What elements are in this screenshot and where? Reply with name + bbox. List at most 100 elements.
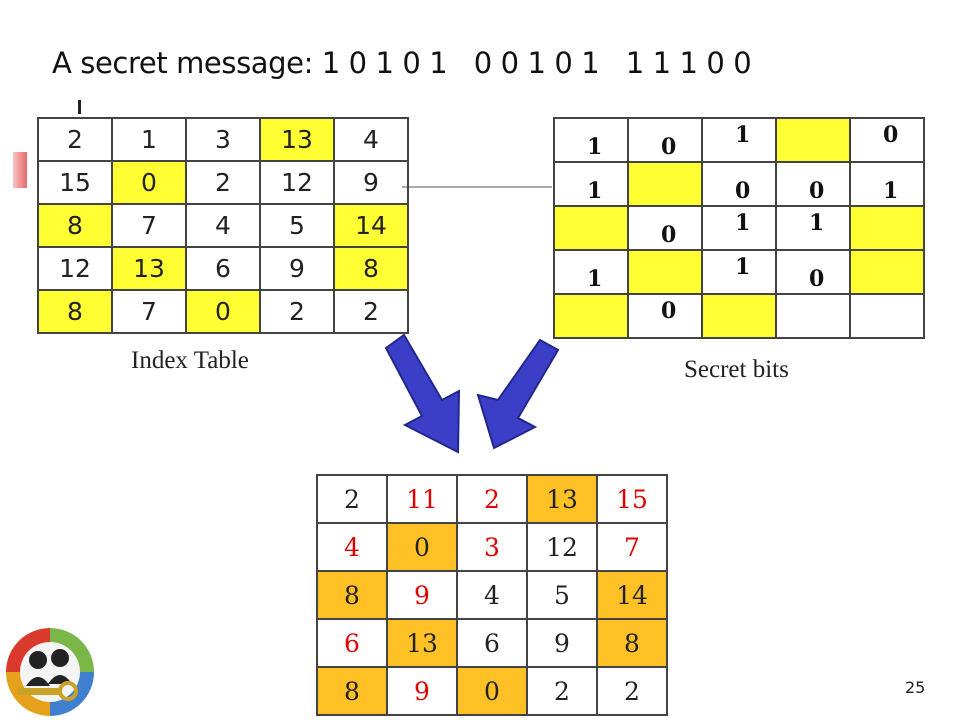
secret-bits-cell: 1 [553,249,629,295]
logo-icon [6,628,94,716]
result-table-cell: 12 [526,522,598,572]
index-table-cell: 13 [111,246,187,291]
index-table-cell: 2 [259,289,335,334]
index-table-cell: 7 [111,289,187,334]
index-table-cell: 2 [333,289,409,334]
index-table-cell: 2 [185,160,261,205]
result-table-cell: 5 [526,570,598,620]
secret-bits-cell: 1 [775,205,851,251]
down-arrow-icon [476,338,560,450]
index-table-cell: 5 [259,203,335,248]
secret-bits-cell [849,293,925,339]
index-table-cell: 8 [37,289,113,334]
secret-bit-value: 0 [661,298,677,324]
secret-bits-caption: Secret bits [684,356,789,383]
result-table-cell: 9 [386,570,458,620]
secret-bit-value: 0 [809,178,825,204]
secret-bits-cell: 1 [849,161,925,207]
index-table-cell: 3 [185,117,261,162]
secret-bits-row: 1 1 0 [553,249,925,295]
index-table-cell: 12 [259,160,335,205]
result-table-cell: 13 [526,474,598,524]
index-table-cell: 14 [333,203,409,248]
index-table-cell: 0 [111,160,187,205]
secret-bits-cell: 1 [553,161,629,207]
decorative-red-mark [13,152,27,188]
secret-bits-cell: 1 [701,205,777,251]
result-table-cell: 8 [316,666,388,716]
index-table-cell: 9 [259,246,335,291]
secret-bits-cell [701,293,777,339]
secret-bit-value: 1 [735,210,751,236]
index-table-cell: 2 [37,117,113,162]
secret-bits-cell [849,249,925,295]
secret-bit-value: 0 [883,122,899,148]
secret-bits-row: 0 1 1 [553,205,925,251]
secret-bit-value: 0 [661,134,677,160]
decorative-tick [78,100,81,114]
page-number: 25 [905,678,926,697]
result-table-cell: 14 [596,570,668,620]
secret-bits-cell: 0 [701,161,777,207]
secret-bits-cell: 0 [627,205,703,251]
secret-bit-value: 1 [735,254,751,280]
secret-bit-value: 1 [809,210,825,236]
secret-bit-value: 0 [735,178,751,204]
index-table-cell: 4 [333,117,409,162]
result-table-cell: 7 [596,522,668,572]
result-table-cell: 13 [386,618,458,668]
index-table-cell: 8 [37,203,113,248]
secret-bits-cell: 1 [701,117,777,163]
result-table-cell: 15 [596,474,668,524]
secret-bit-value: 1 [735,122,751,148]
secret-bit-value: 0 [809,266,825,292]
result-table-cell: 4 [316,522,388,572]
result-table-cell: 2 [526,666,598,716]
index-table-cell: 1 [111,117,187,162]
result-table-cell: 4 [456,570,528,620]
index-table-cell: 15 [37,160,113,205]
index-table-cell: 0 [185,289,261,334]
secret-bits-row: 1 0 1 0 [553,117,925,163]
slide-title: A secret message: 1 0 1 0 1 0 0 1 0 1 1 … [52,46,752,80]
secret-bits-cell: 0 [627,293,703,339]
secret-bits-cell: 1 [553,117,629,163]
result-table-cell: 11 [386,474,458,524]
secret-bits-cell [553,205,629,251]
index-table-cell: 4 [185,203,261,248]
result-table-cell: 0 [456,666,528,716]
secret-bits-cell: 0 [775,161,851,207]
result-table-cell: 2 [456,474,528,524]
secret-bits-row: 0 [553,293,925,339]
index-table-cell: 8 [333,246,409,291]
secret-bits-cell [775,117,851,163]
result-table-cell: 2 [316,474,388,524]
connector-line [402,186,552,188]
secret-bits-cell: 0 [627,117,703,163]
result-table-cell: 6 [456,618,528,668]
secret-bit-value: 1 [587,266,603,292]
secret-bit-value: 1 [587,178,603,204]
secret-bits-cell: 1 [701,249,777,295]
result-table-cell: 9 [526,618,598,668]
result-table-cell: 0 [386,522,458,572]
secret-bit-value: 0 [661,222,677,248]
secret-bits-cell: 0 [849,117,925,163]
down-arrow-icon [384,333,461,454]
secret-bits-cell [627,161,703,207]
result-table-cell: 2 [596,666,668,716]
index-table-cell: 6 [185,246,261,291]
result-table-cell: 9 [386,666,458,716]
